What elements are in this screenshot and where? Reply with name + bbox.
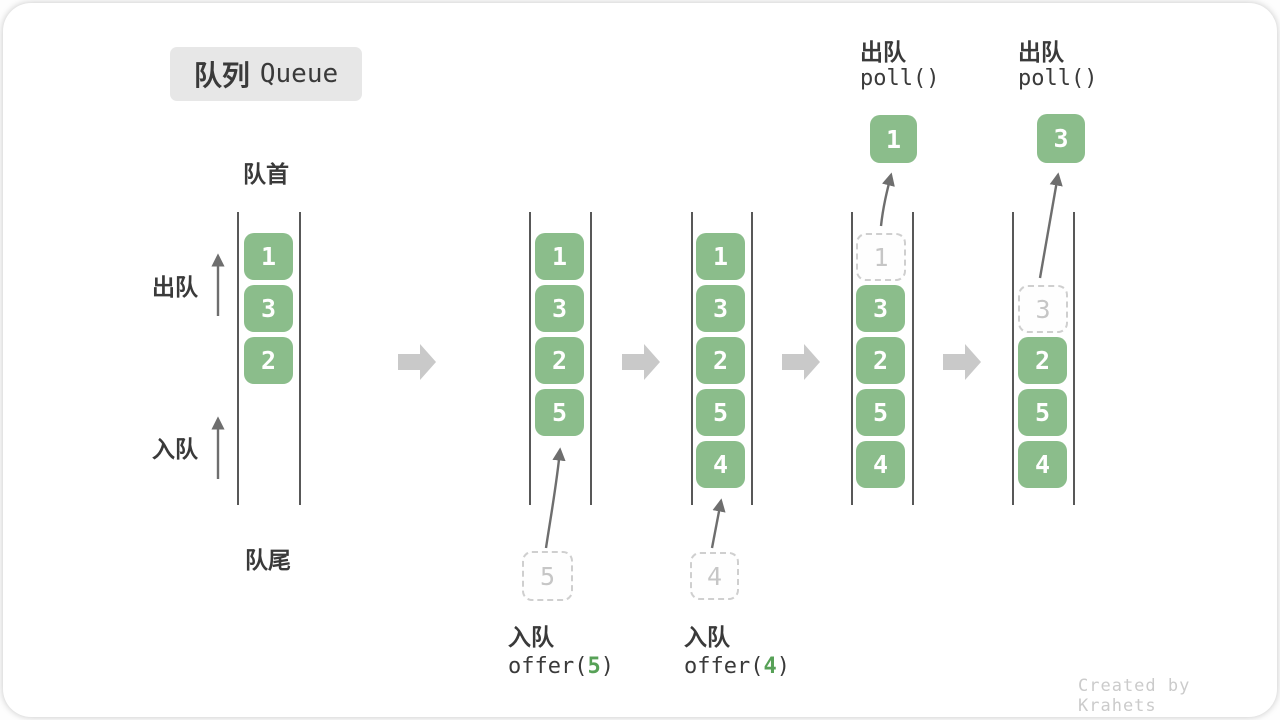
fn-arg: 5 — [587, 654, 601, 679]
polled-value-box: 1 — [870, 115, 917, 163]
queue-cell: 1 — [244, 233, 293, 280]
queue-cell: 5 — [856, 389, 905, 436]
queue-cell: 4 — [856, 441, 905, 488]
enqueue-side-label: 入队 — [152, 436, 198, 462]
title-en: Queue — [259, 59, 339, 89]
queue-cell: 3 — [535, 285, 584, 332]
queue-cell: 3 — [696, 285, 745, 332]
enqueue-fn-label: offer(5) — [508, 654, 614, 679]
fn-arg: 4 — [763, 654, 777, 679]
queue-tail-label: 队尾 — [245, 547, 291, 573]
queue-wall — [851, 212, 853, 505]
queue-cell-ghost: 1 — [856, 233, 906, 281]
queue-wall — [1073, 212, 1075, 505]
queue-cell: 3 — [856, 285, 905, 332]
enqueue-value-box: 5 — [522, 551, 573, 601]
queue-cell: 2 — [856, 337, 905, 384]
queue-wall — [299, 212, 301, 505]
title-zh: 队列 — [193, 60, 250, 91]
queue-cell-ghost: 3 — [1018, 285, 1068, 333]
polled-value-box: 3 — [1037, 114, 1085, 163]
queue-wall — [1012, 212, 1014, 505]
poll-action-label: 出队 — [1018, 39, 1064, 65]
queue-cell: 3 — [244, 285, 293, 332]
queue-wall — [590, 212, 592, 505]
queue-head-label: 队首 — [243, 161, 289, 187]
fn-close: ) — [600, 654, 614, 679]
enqueue-action-label: 入队 — [684, 624, 730, 650]
queue-cell: 5 — [1018, 389, 1067, 436]
queue-wall — [529, 212, 531, 505]
poll-fn-label: poll() — [860, 66, 940, 91]
queue-cell: 4 — [696, 441, 745, 488]
enqueue-value-box: 4 — [690, 552, 739, 600]
enqueue-action-label: 入队 — [508, 624, 554, 650]
fn-open: offer( — [508, 654, 588, 679]
poll-fn-label: poll() — [1018, 66, 1098, 91]
queue-cell: 1 — [535, 233, 584, 280]
queue-cell: 2 — [1018, 337, 1067, 384]
canvas-card — [3, 3, 1277, 717]
title-box: 队列 Queue — [170, 47, 362, 101]
queue-wall — [912, 212, 914, 505]
queue-cell: 1 — [696, 233, 745, 280]
queue-cell: 5 — [696, 389, 745, 436]
queue-wall — [237, 212, 239, 505]
queue-cell: 2 — [535, 337, 584, 384]
queue-cell: 5 — [535, 389, 584, 436]
poll-action-label: 出队 — [860, 39, 906, 65]
enqueue-fn-label: offer(4) — [684, 654, 790, 679]
queue-cell: 2 — [696, 337, 745, 384]
credit-text: Created by Krahets — [1078, 676, 1191, 716]
fn-close: ) — [776, 654, 790, 679]
queue-wall — [751, 212, 753, 505]
queue-wall — [691, 212, 693, 505]
queue-cell: 4 — [1018, 441, 1067, 488]
queue-cell: 2 — [244, 337, 293, 384]
fn-open: offer( — [684, 654, 764, 679]
dequeue-side-label: 出队 — [152, 274, 198, 300]
